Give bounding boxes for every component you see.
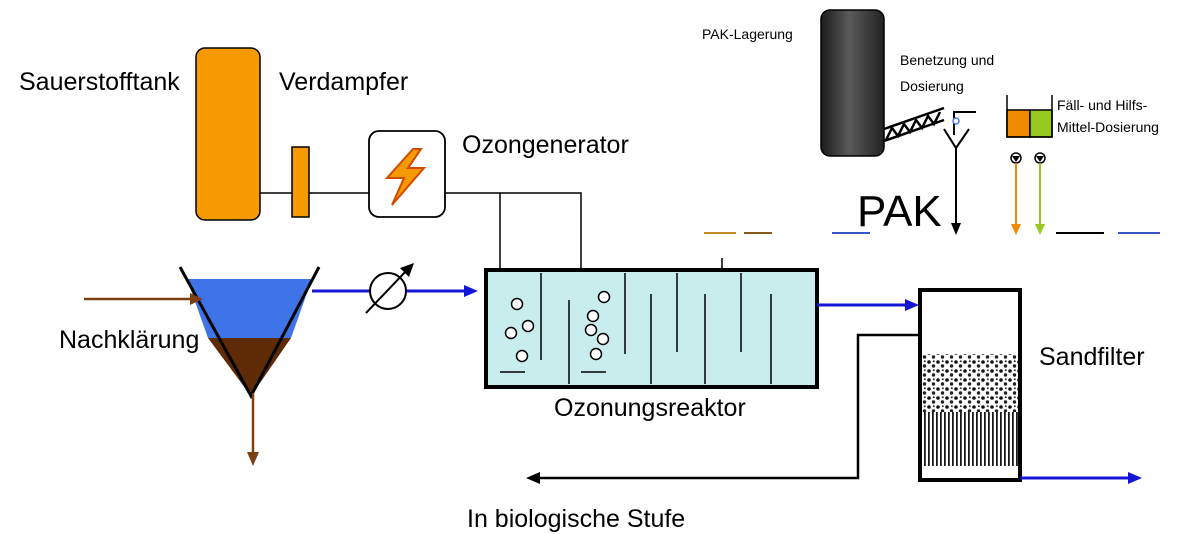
sand-filter-sand <box>922 412 1018 466</box>
flow-arrowhead-2 <box>905 299 919 311</box>
pac-storage-label: PAK-Lagerung <box>702 26 793 42</box>
flowmeter-icon <box>365 263 414 314</box>
oxygen-tank <box>195 47 261 221</box>
influent-arrowhead <box>190 293 203 305</box>
wetting-dosing-label-2: Dosierung <box>900 78 964 94</box>
flow-arrowhead-1 <box>464 285 478 297</box>
sand-filter-gravel <box>922 354 1018 412</box>
evaporator-label: Verdampfer <box>279 68 409 96</box>
reactor-baffles <box>500 273 772 384</box>
aid-dosing-arrowhead <box>1035 224 1045 235</box>
pac-label: PAK <box>857 187 942 236</box>
aid-tank <box>1029 109 1053 138</box>
evaporator <box>291 146 310 218</box>
pac-storage-silo <box>820 9 885 157</box>
clarifier-label: Nachklärung <box>59 326 200 354</box>
wetting-pipe <box>953 111 976 135</box>
pac-feed-arrowhead <box>951 223 961 235</box>
clarifier-walls <box>178 266 321 400</box>
precipitant-label-1: Fäll- und Hilfs- <box>1057 97 1148 113</box>
precipitant-dosing-arrowhead <box>1011 224 1021 235</box>
backwash-arrowhead <box>526 472 540 484</box>
lightning-icon <box>384 148 427 206</box>
sand-filter-label: Sandfilter <box>1039 343 1145 371</box>
dosing-funnel <box>943 128 970 150</box>
effluent-arrowhead <box>1128 472 1142 484</box>
sand-filter <box>918 288 1022 482</box>
backwash-line <box>540 333 920 480</box>
clarifier-clear-water <box>187 279 312 338</box>
sludge-drain-arrowhead <box>247 452 259 466</box>
pump-icon <box>1010 152 1046 164</box>
oxygen-tank-label: Sauerstofftank <box>19 68 180 96</box>
return-label: In biologische Stufe <box>467 505 686 533</box>
precipitant-tank <box>1006 109 1031 138</box>
reactor-label: Ozonungsreaktor <box>554 394 746 422</box>
wetting-dosing-label-1: Benetzung und <box>900 52 995 68</box>
screw-conveyor <box>883 106 945 143</box>
precipitant-tank-frame <box>1006 95 1053 138</box>
ozone-generator-label: Ozongenerator <box>462 131 629 159</box>
precipitant-label-2: Mittel-Dosierung <box>1057 119 1159 135</box>
ozone-bubbles <box>504 290 611 363</box>
spray-nozzle <box>952 117 960 125</box>
